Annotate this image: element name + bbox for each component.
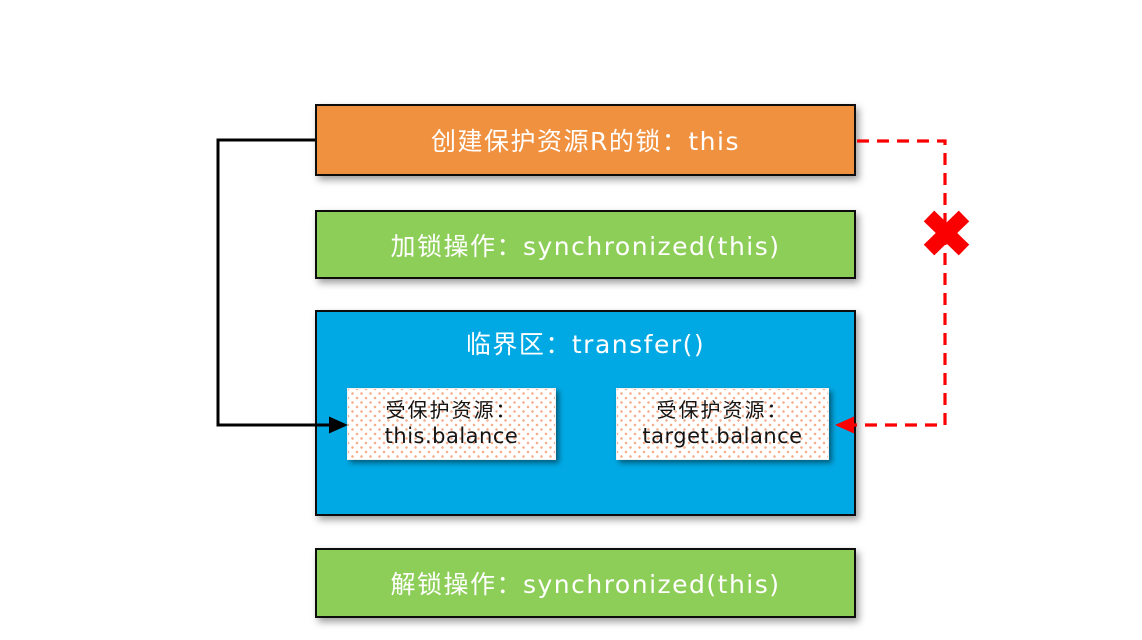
protected-resource-target-caption: 受保护资源：: [656, 398, 789, 423]
protected-resource-this-box: 受保护资源： this.balance: [347, 388, 556, 460]
create-lock-label: 创建保护资源R的锁：this: [431, 127, 740, 156]
create-lock-box: 创建保护资源R的锁：this: [315, 104, 856, 176]
protected-resource-this-value: this.balance: [384, 424, 519, 449]
critical-section-box: 临界区：transfer() 受保护资源： this.balance 受保护资源…: [315, 310, 856, 516]
unlock-operation-box: 解锁操作：synchronized(this): [315, 548, 856, 618]
lock-operation-label: 加锁操作：synchronized(this): [390, 231, 781, 261]
lock-operation-box: 加锁操作：synchronized(this): [315, 210, 856, 279]
protected-resource-this-caption: 受保护资源：: [385, 398, 518, 423]
blocked-access-connector: [853, 139, 947, 427]
protected-resource-target-value: target.balance: [642, 424, 803, 449]
unlock-operation-label: 解锁操作：synchronized(this): [390, 570, 781, 599]
critical-section-title: 临界区：transfer(): [465, 330, 706, 359]
protected-resource-target-box: 受保护资源： target.balance: [616, 388, 829, 460]
blocked-cross-icon: [923, 210, 970, 256]
